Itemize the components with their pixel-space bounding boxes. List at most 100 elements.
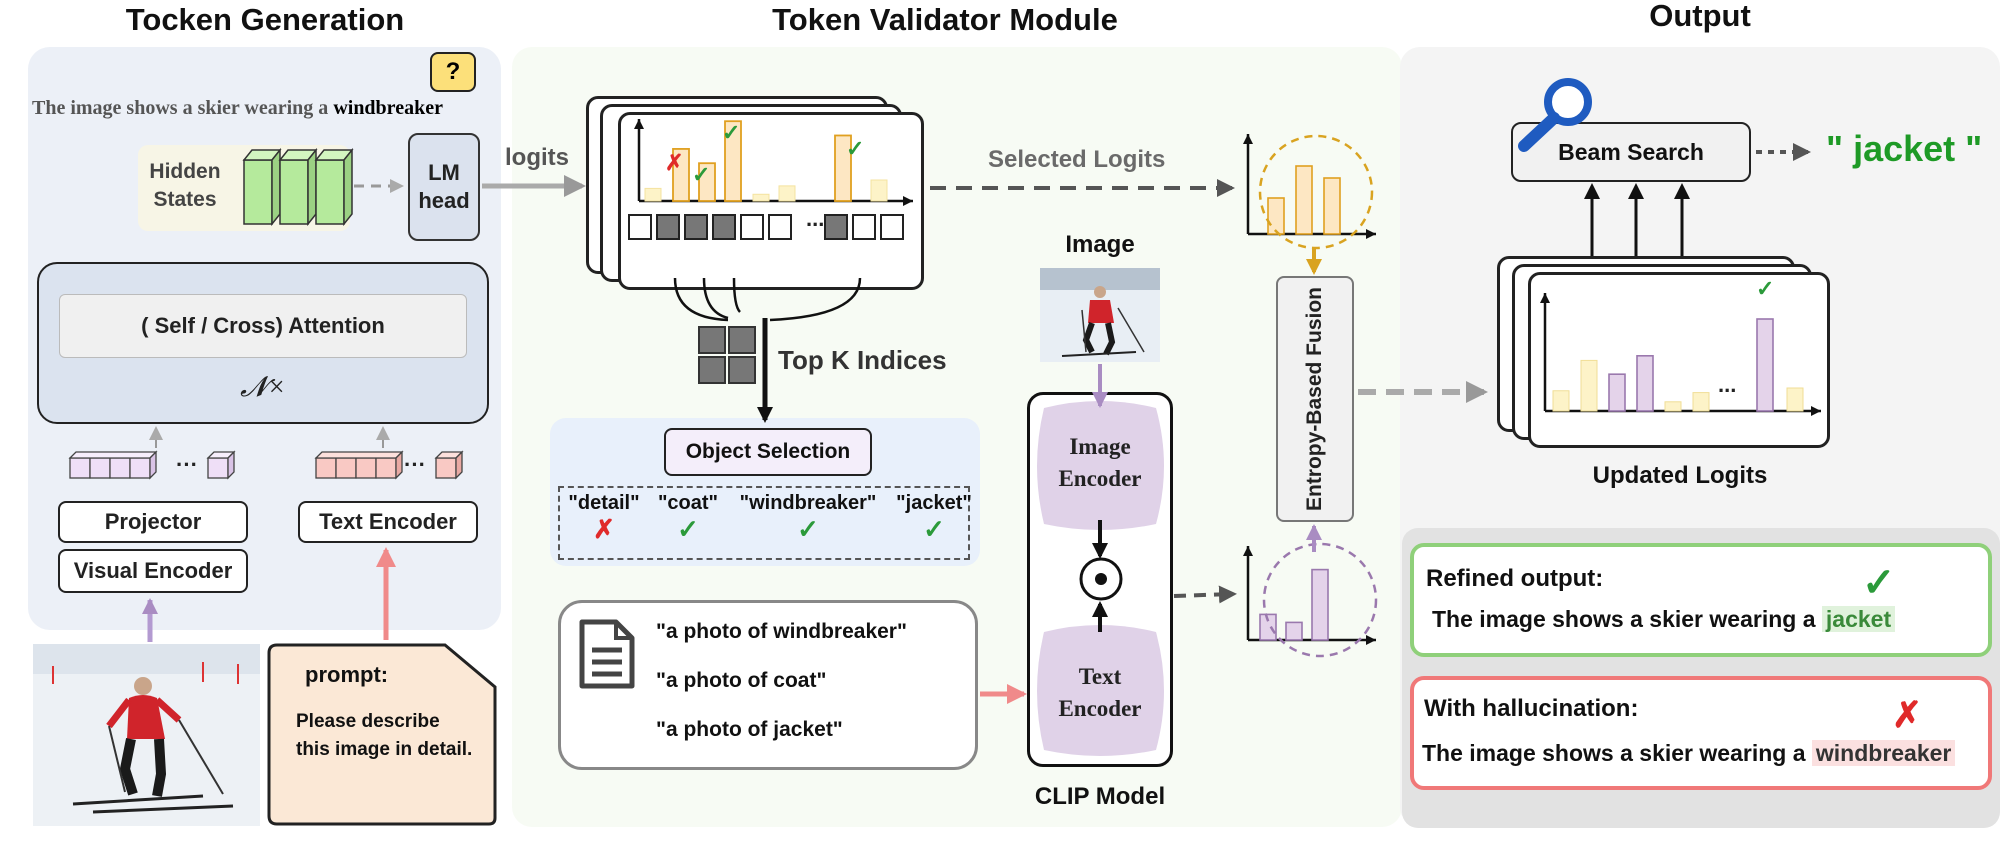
object-candidates: "detail"✗"coat"✓"windbreaker"✓"jacket"✓: [560, 492, 971, 552]
refined-output-word: jacket: [1821, 606, 1896, 632]
updated-logits-card: [1528, 272, 1830, 448]
entropy-fusion-label: Entropy-Based Fusion: [1303, 286, 1326, 512]
logits-chart: [628, 119, 913, 240]
clip-model-label: CLIP Model: [1034, 783, 1166, 810]
check-icon: ✓: [797, 514, 819, 544]
clip-input-image: [1040, 268, 1160, 362]
selected-logit-bar: [1295, 165, 1313, 235]
object-word: "detail": [568, 492, 640, 514]
text-encoder-shape: [1036, 624, 1164, 758]
logits-dots: ...: [806, 206, 825, 231]
selected-logits-chart: [1238, 130, 1380, 246]
attention-box: ( Self / Cross) Attention: [59, 294, 467, 358]
clip-similarity-bar: [1259, 613, 1277, 641]
text-prompt-1: "a photo of windbreaker": [656, 620, 907, 643]
object-word: "coat": [657, 492, 719, 514]
question-icon: ?: [430, 52, 476, 92]
output-token: " jacket ": [1826, 128, 1983, 169]
clip-similarity-bar: [1311, 568, 1329, 641]
clip-similarity-graphic: [1243, 546, 1376, 645]
title-token-validator: Token Validator Module: [772, 2, 1118, 37]
title-token-generation: Tocken Generation: [125, 2, 405, 37]
refined-output-sentence: The image shows a skier wearing a jacket: [1432, 606, 1896, 633]
token-index-cell: [684, 214, 708, 240]
object-candidate: "jacket"✓: [890, 492, 978, 543]
token-index-cell: [880, 214, 904, 240]
updated-logit-bar: [1786, 387, 1804, 412]
hallucination-sentence: The image shows a skier wearing a windbr…: [1422, 740, 1956, 767]
text-encoder-label-clip: Text Encoder: [1058, 664, 1142, 721]
clip-similarity-chart: [1238, 540, 1380, 662]
updated-logit-bar: [1636, 355, 1654, 412]
object-candidate: "windbreaker"✓: [730, 492, 886, 543]
text-prompt-2: "a photo of coat": [656, 669, 827, 692]
token-index-cell: [768, 214, 792, 240]
logits-card: [618, 112, 924, 290]
hallucination-cross-icon: ✗: [1892, 694, 1923, 735]
hallucination-prefix: The image shows a skier wearing a: [1422, 740, 1806, 766]
object-candidates-box: [558, 486, 970, 560]
updated-logits-chart: [1540, 293, 1821, 416]
image-encoder-shape: [1036, 400, 1164, 532]
prompt-text: Please describe this image in detail.: [296, 711, 473, 760]
token-index-cell: [740, 214, 764, 240]
text-encoder-box: Text Encoder: [298, 501, 478, 543]
document-icon: [578, 618, 636, 690]
logit-bar: [644, 187, 662, 202]
token-index-cell: [824, 214, 848, 240]
selected-logit-bar: [1267, 197, 1285, 235]
token-index-cell: [628, 214, 652, 240]
image-encoder-label: Image Encoder: [1058, 434, 1142, 491]
logit-bar: [834, 134, 852, 202]
text-prompt-3: "a photo of jacket": [656, 718, 843, 741]
refined-check-icon: ✓: [1862, 561, 1896, 605]
updated-logit-bar: [1664, 401, 1682, 412]
object-candidate: "detail"✗: [562, 492, 646, 543]
object-word: "windbreaker": [739, 492, 877, 514]
check-icon: ✓: [677, 514, 699, 544]
prompt-card-shape: [267, 643, 497, 826]
hidden-states-label: Hidden States: [149, 160, 221, 211]
top-k-label: Top K Indices: [778, 345, 947, 375]
skier-image-graphic: [33, 644, 260, 826]
clip-similarity-bar: [1285, 621, 1303, 641]
generated-sentence-prefix: The image shows a skier wearing a: [32, 97, 329, 119]
logit-bar: [752, 193, 770, 202]
hallucination-box: [1410, 676, 1992, 790]
visual-encoder-box: Visual Encoder: [58, 549, 248, 593]
selected-logits-graphic: [1243, 134, 1376, 239]
updated-logit-bar: [1692, 392, 1710, 412]
logits-label: logits: [505, 144, 569, 171]
logit-bar: [672, 148, 690, 202]
refined-output-box: [1410, 543, 1992, 657]
skier-image: [33, 644, 260, 826]
logit-bar: [778, 185, 796, 202]
token-index-cell: [712, 214, 736, 240]
logit-bar: [724, 120, 742, 202]
updated-dots: ...: [1718, 372, 1737, 397]
prompt-card: [267, 643, 497, 826]
lm-head-box: LM head: [408, 133, 480, 241]
check-icon: ✓: [923, 514, 945, 544]
updated-logit-bar: [1756, 318, 1774, 412]
generated-word: windbreaker: [333, 97, 443, 119]
logit-bar: [870, 179, 888, 202]
logits-check-mark-1: ✓: [692, 162, 711, 187]
hallucination-word: windbreaker: [1811, 740, 1956, 766]
updated-logit-bar: [1552, 390, 1570, 412]
token-index-cell: [656, 214, 680, 240]
projector-box: Projector: [58, 501, 248, 543]
prompt-label: prompt:: [305, 662, 389, 687]
dot-product-icon: [1078, 556, 1124, 602]
refined-output-prefix: The image shows a skier wearing a: [1432, 606, 1816, 632]
updated-check-mark: ✓: [1756, 276, 1775, 301]
updated-logit-bar: [1580, 359, 1598, 412]
layer-repeat-label: 𝓝×: [240, 372, 286, 403]
title-output: Output: [1649, 0, 1751, 33]
magnifier-icon: [1516, 78, 1596, 152]
token-index-cell: [852, 214, 876, 240]
logit-bar: [698, 162, 716, 202]
updated-logit-bar: [1608, 373, 1626, 412]
cross-icon: ✗: [593, 514, 615, 544]
